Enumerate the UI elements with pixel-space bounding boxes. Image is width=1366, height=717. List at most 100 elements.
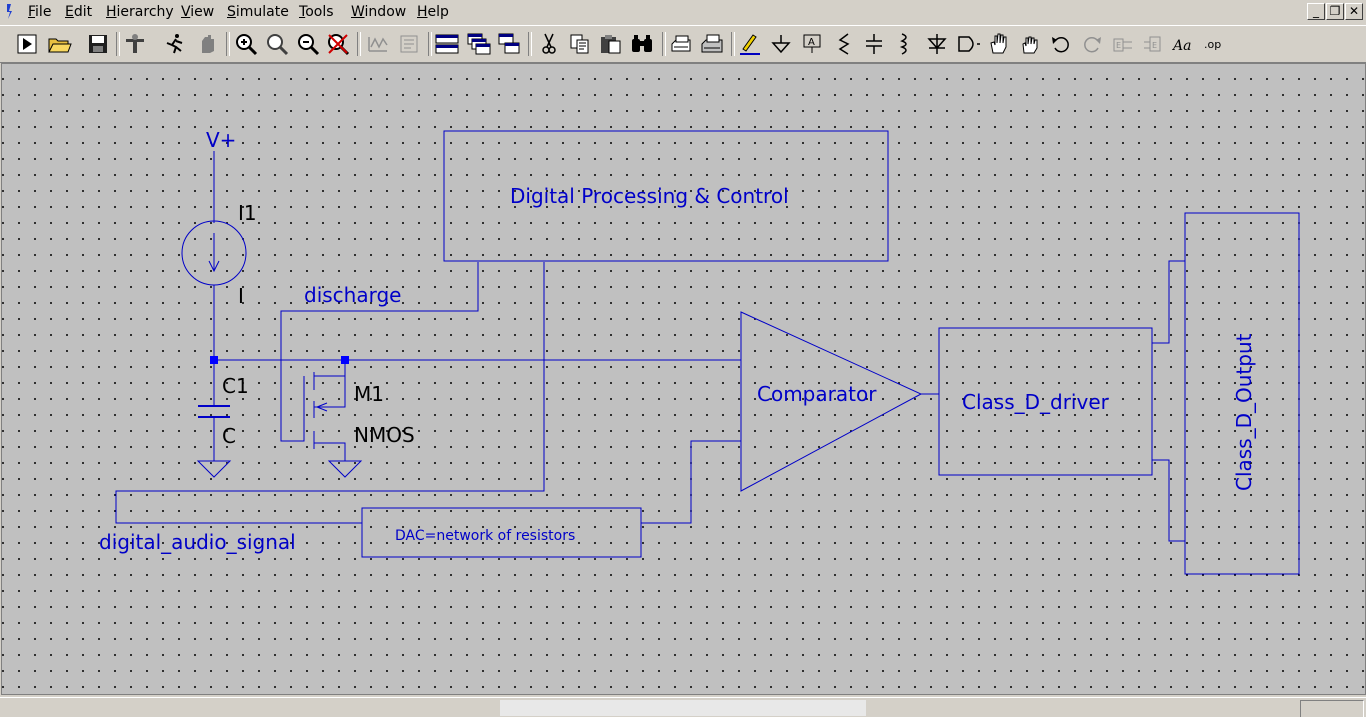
zoom-fit-icon xyxy=(267,34,289,56)
view-netlist-icon xyxy=(400,35,418,53)
cut-button[interactable] xyxy=(536,31,562,57)
cascade-button[interactable] xyxy=(466,31,492,57)
spice-directive-icon: .op xyxy=(1204,38,1221,51)
nmos-drain-source-wires xyxy=(313,360,346,461)
junction-dot-drain xyxy=(341,356,349,364)
draw-wire-button[interactable] xyxy=(737,31,763,57)
move-button[interactable] xyxy=(986,31,1012,57)
copy-button[interactable] xyxy=(567,31,593,57)
zoom-out-icon xyxy=(298,34,320,56)
spice-directive-button[interactable]: .op xyxy=(1202,31,1228,57)
digital-processing-label: Digital Processing & Control xyxy=(510,184,789,208)
print-setup-icon xyxy=(671,35,691,52)
zoom-out-button[interactable] xyxy=(295,31,321,57)
drag-button[interactable] xyxy=(1017,31,1043,57)
menu-bar: File Edit Hierarchy View Simulate Tools … xyxy=(0,0,1366,24)
text-button[interactable]: Aa xyxy=(1171,31,1197,57)
find-button[interactable] xyxy=(629,31,655,57)
rotate-button[interactable]: E xyxy=(1110,31,1136,57)
dac-to-comparator-wire xyxy=(641,440,741,524)
redo-button[interactable] xyxy=(1079,31,1105,57)
menu-file[interactable]: File xyxy=(28,4,52,20)
text-icon: Aa xyxy=(1171,38,1191,54)
move-icon xyxy=(990,33,1007,54)
save-button[interactable] xyxy=(85,31,111,57)
view-netlist-button[interactable] xyxy=(396,31,422,57)
comparator-block xyxy=(740,311,923,492)
digital-processing-block xyxy=(443,130,889,262)
mirror-icon: E xyxy=(1144,36,1161,52)
driver-out-lower-wire xyxy=(1152,459,1185,542)
svg-text:E: E xyxy=(1152,41,1157,50)
inductor-button[interactable] xyxy=(892,31,918,57)
toolbar: A E E Aa .op xyxy=(0,25,1366,63)
autorange-button[interactable] xyxy=(365,31,391,57)
halt-disabled-icon xyxy=(202,35,214,53)
discharge-net-label: discharge xyxy=(304,283,401,307)
tile-vertical-button[interactable] xyxy=(496,31,522,57)
comparator-label: Comparator xyxy=(757,382,877,406)
redo-icon xyxy=(1084,36,1101,53)
zoom-cancel-button[interactable] xyxy=(325,31,351,57)
paste-button[interactable] xyxy=(598,31,624,57)
menu-edit[interactable]: Edit xyxy=(65,4,93,20)
ground-symbol-nmos xyxy=(327,460,363,478)
app-logo-icon xyxy=(7,4,12,19)
tile-horizontal-icon xyxy=(435,34,459,54)
capacitor-value: C xyxy=(222,424,236,448)
open-icon xyxy=(48,38,72,53)
class-d-output-label: Class_D_Output xyxy=(1232,333,1256,491)
discharge-wire xyxy=(280,262,479,442)
run-button[interactable] xyxy=(14,31,40,57)
zoom-fit-button[interactable] xyxy=(264,31,290,57)
transistor-model: NMOS xyxy=(354,423,415,447)
drag-icon xyxy=(1022,36,1038,54)
current-source-value: I xyxy=(238,284,244,308)
control-panel-button[interactable] xyxy=(122,31,148,57)
digital-audio-wire xyxy=(115,262,545,524)
capacitor-button[interactable] xyxy=(861,31,887,57)
minimize-button[interactable]: _ xyxy=(1307,3,1325,20)
restore-button[interactable]: ❐ xyxy=(1326,3,1344,20)
resistor-button[interactable] xyxy=(830,31,856,57)
halt-button[interactable] xyxy=(162,31,188,57)
rotate-icon: E xyxy=(1113,38,1132,52)
label-net-button[interactable]: A xyxy=(799,31,825,57)
open-button[interactable] xyxy=(46,31,72,57)
print-setup-button[interactable] xyxy=(668,31,694,57)
menu-simulate[interactable]: Simulate xyxy=(227,4,289,20)
save-icon xyxy=(89,35,107,53)
close-window-button[interactable]: ✕ xyxy=(1345,3,1363,20)
tile-vertical-icon xyxy=(498,33,520,54)
menu-view[interactable]: View xyxy=(181,4,215,20)
undo-button[interactable] xyxy=(1048,31,1074,57)
status-bar xyxy=(0,697,1366,717)
capacitor-plates xyxy=(198,405,230,418)
mirror-button[interactable]: E xyxy=(1140,31,1166,57)
paste-icon xyxy=(601,35,621,54)
zoom-in-icon xyxy=(236,34,258,56)
control-panel-icon xyxy=(126,34,144,53)
cut-icon xyxy=(542,33,556,54)
undo-icon xyxy=(1052,36,1069,53)
print-icon xyxy=(701,34,723,53)
ground-button[interactable] xyxy=(768,31,794,57)
schematic-canvas[interactable]: V+ I1 I C1 C M1 NMOS discharge digital_a… xyxy=(1,63,1366,695)
ground-icon xyxy=(771,35,791,54)
digital-audio-net-label: digital_audio_signal xyxy=(99,530,296,554)
cascade-icon xyxy=(467,33,491,55)
tile-horizontal-button[interactable] xyxy=(434,31,460,57)
menu-help[interactable]: Help xyxy=(417,4,449,20)
inductor-icon xyxy=(899,33,907,55)
menu-window[interactable]: Window xyxy=(351,4,407,20)
zoom-in-button[interactable] xyxy=(233,31,259,57)
menu-tools[interactable]: Tools xyxy=(299,4,334,20)
schematic-drawing[interactable]: V+ I1 I C1 C M1 NMOS discharge digital_a… xyxy=(2,64,1365,694)
halt-disabled-button[interactable] xyxy=(194,31,220,57)
menu-hierarchy[interactable]: Hierarchy xyxy=(106,4,174,20)
current-source-name: I1 xyxy=(238,201,257,225)
component-button[interactable] xyxy=(955,31,981,57)
diode-button[interactable] xyxy=(924,31,950,57)
driver-out-upper-wire xyxy=(1152,260,1185,344)
print-button[interactable] xyxy=(699,31,725,57)
